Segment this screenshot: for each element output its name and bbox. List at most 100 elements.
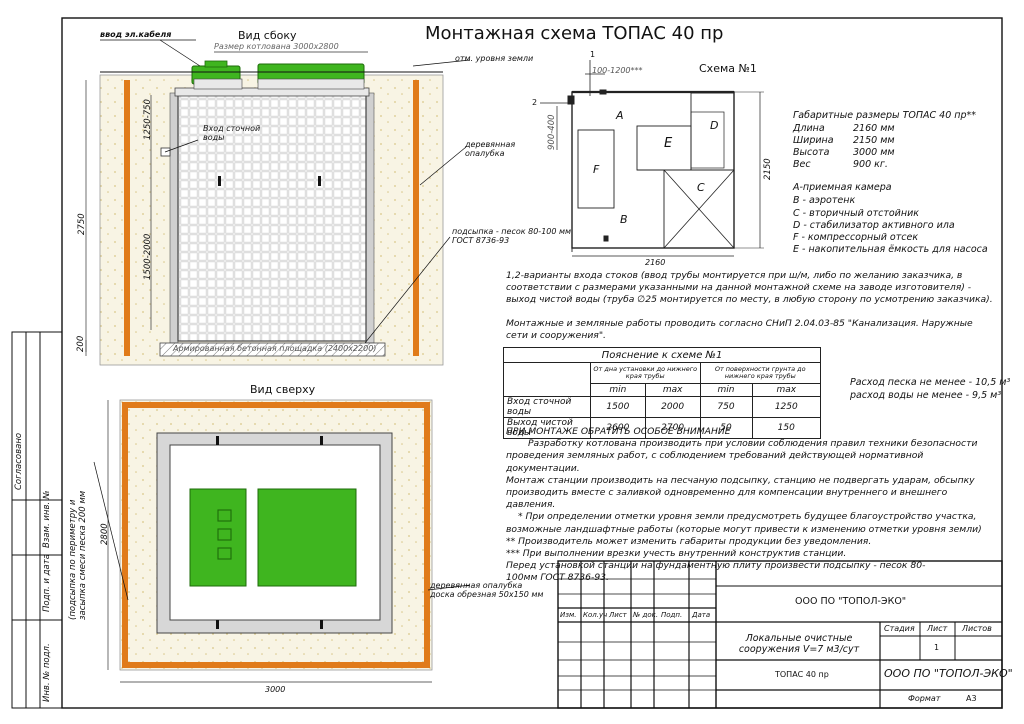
zone-a: A (616, 109, 624, 122)
stamp-col: Изм. (560, 611, 577, 619)
attention-item: Перед установкой станции на фундаментную… (506, 560, 926, 584)
formwork-label: деревянная опалубка (465, 140, 516, 159)
top-view-heading: Вид сверху (250, 383, 316, 396)
table-cell: 50 (699, 417, 753, 439)
scheme-1 (540, 60, 764, 257)
dim-base: 200 (76, 335, 86, 352)
table-cell: Вход сточной воды (503, 396, 591, 418)
table-group2: От поверхности грунта до нижнего края тр… (699, 362, 821, 384)
top-view (93, 399, 471, 683)
attention-item: Монтаж станции производить на песчаную п… (506, 474, 975, 511)
spec-key: Вес (793, 159, 811, 170)
attention-item: * При определении отметки уровня земли п… (506, 511, 982, 535)
scheme1-side-dim: 900-400 (547, 114, 557, 150)
zone-c: C (697, 181, 705, 194)
format-label: Формат (908, 694, 941, 703)
table-cell: 750 (699, 396, 753, 418)
attention-item: ** Производитель может изменить габариты… (506, 535, 872, 547)
left-strip (11, 331, 63, 709)
legend-item: В - аэротенк (793, 195, 856, 206)
company-top: ООО ПО "ТОПОЛ-ЭКО" (795, 596, 907, 607)
sheets-label: Листов (962, 624, 992, 633)
sewage-inlet-label: Вход сточной воды (203, 124, 261, 143)
sand-consumption: Расход песка не менее - 10,5 м³ (850, 377, 1011, 388)
drawing-title: Монтажная схема ТОПАС 40 пр (425, 23, 724, 44)
attention-title: ПРИ МОНТАЖЕ ОБРАТИТЬ ОСОБОЕ ВНИМАНИЕ (506, 426, 731, 437)
zone-e: E (664, 136, 673, 151)
cable-entry-label: ввод эл.кабеля (100, 30, 172, 39)
format-value: А3 (966, 694, 977, 703)
spec-key: Ширина (793, 135, 834, 146)
table-caption: Пояснение к схеме №1 (503, 347, 821, 363)
spec-value: 3000 мм (853, 147, 895, 158)
sand-bedding-label: подсыпка - песок 80-100 мм ГОСТ 8736-93 (452, 227, 572, 246)
legend-item: С - вторичный отстойник (793, 208, 919, 219)
stamp-col: Подп. (661, 611, 683, 619)
concrete-pad-label: Армированная бетонная площадка (2400х220… (173, 344, 377, 353)
table-subheader: max (751, 383, 822, 397)
agreed-label: Согласовано (14, 432, 24, 490)
legend-item: Е - накопительная ёмкость для насоса (793, 244, 988, 255)
stamp-col: Лист (609, 611, 627, 619)
object-name: Локальные очистные сооружения V=7 м3/сут (738, 633, 860, 655)
spec-key: Длина (793, 123, 825, 134)
zone-d: D (710, 119, 719, 132)
ground-level-label: отм. уровня земли (455, 54, 534, 63)
scheme1-dim-height: 2150 (763, 158, 773, 180)
table-row: Выход чистой воды 2600 2700 50 150 (503, 417, 822, 439)
dim-total: 2750 (77, 213, 87, 235)
table-cell: 1500 (590, 396, 646, 418)
dim-lower: 1500-2000 (143, 233, 153, 280)
attention-item: *** При выполнении врезки учесть внутрен… (506, 548, 847, 560)
legend-item: F - компрессорный отсек (793, 232, 919, 243)
scheme1-marker1: 1 (590, 50, 596, 59)
top-sand-note: (подсыпка по периметру и засыпка смеси п… (68, 490, 88, 620)
water-consumption: расход воды не менее - 9,5 м³ (850, 390, 1002, 401)
table-subheader: min (590, 383, 646, 397)
table-cell: Выход чистой воды (503, 417, 591, 439)
table-cell: 2000 (644, 396, 701, 418)
top-dim-width: 3000 (265, 685, 286, 694)
stamp-col: Дата (692, 611, 711, 619)
inv-orig-label: Инв. № подл. (42, 643, 52, 702)
title-block (557, 560, 1003, 709)
zone-f: F (593, 163, 600, 176)
variants-note: 1,2-варианты входа стоков (ввод трубы мо… (506, 270, 993, 306)
side-view-heading: Вид сбоку (238, 29, 297, 42)
attention-block: ПРИ МОНТАЖЕ ОБРАТИТЬ ОСОБОЕ ВНИМАНИЕ Раз… (506, 426, 996, 585)
table-cell: 150 (751, 417, 822, 439)
stage-label: Стадия (884, 624, 915, 633)
scheme1-heading: Схема №1 (699, 62, 757, 75)
spec-value: 2150 мм (853, 135, 895, 146)
scheme1-offset: 100-1200*** (592, 66, 643, 75)
dim-upper: 1250-750 (143, 99, 153, 140)
table-subheader: min (699, 383, 753, 397)
sheet-label: Лист (927, 624, 948, 633)
scheme1-marker2: 2 (532, 98, 538, 107)
specs-title: Габаритные размеры ТОПАС 40 пр** (793, 110, 977, 121)
table-cell: 1250 (751, 396, 822, 418)
legend-item: D - стабилизатор активного ила (793, 220, 955, 231)
legend-item: А-приемная камера (793, 182, 892, 193)
scheme1-dim-width: 2160 (645, 258, 666, 267)
company-bottom: ООО ПО "ТОПОЛ-ЭКО" (884, 667, 1013, 680)
attention-item: Разработку котлована производить при усл… (506, 438, 978, 474)
product-name: ТОПАС 40 пр (775, 670, 829, 679)
stamp-col: № док. (633, 611, 659, 619)
spec-value: 2160 мм (853, 123, 895, 134)
inv-repl-label: Взам. инв. № (42, 490, 52, 548)
works-note: Монтажные и земляные работы проводить со… (506, 318, 973, 342)
top-dim-depth: 2800 (100, 523, 110, 545)
zone-b: B (620, 213, 628, 226)
table-group1: От дна установки до нижнего края трубы (590, 362, 701, 384)
stamp-col: Кол.уч (583, 611, 608, 619)
table-row: Вход сточной воды 1500 2000 750 1250 (503, 396, 822, 418)
sign-date-label: Подп. и дата (42, 554, 52, 612)
spec-key: Высота (793, 147, 830, 158)
sheet-number: 1 (934, 643, 940, 652)
explanation-table: Пояснение к схеме №1 От дна установки до… (503, 347, 822, 439)
pit-size-label: Размер котлована 3000х2800 (214, 42, 339, 51)
top-formwork-label: деревянная опалубка доска обрезная 50х15… (430, 581, 544, 600)
table-subheader: max (644, 383, 701, 397)
